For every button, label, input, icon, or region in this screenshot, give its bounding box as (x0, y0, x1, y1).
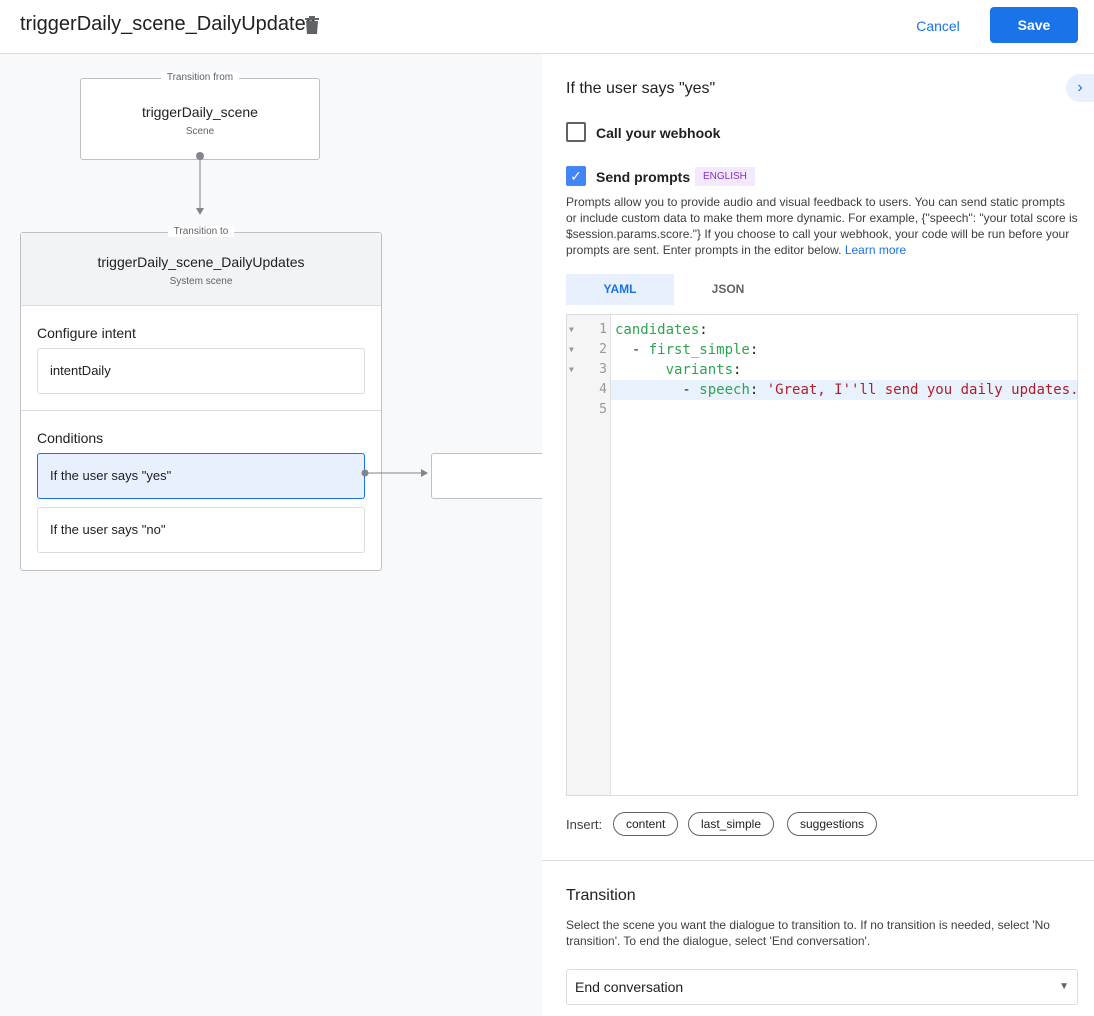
node-title: triggerDaily_scene_DailyUpdates (97, 254, 305, 270)
editor-gutter: ▼ 1 ▼ 2 ▼ 3 4 5 (567, 315, 611, 795)
line-number: 3 (599, 362, 607, 377)
prompts-description: Prompts allow you to provide audio and v… (566, 194, 1078, 258)
code-editor[interactable]: ▼ 1 ▼ 2 ▼ 3 4 5 candidates: - first_simple:… (566, 314, 1078, 796)
fold-icon[interactable]: ▼ (569, 325, 574, 334)
dropdown-arrow-icon: ▼ (1059, 981, 1069, 992)
trash-icon[interactable] (304, 15, 320, 35)
cancel-button[interactable]: Cancel (916, 18, 960, 34)
condition-no[interactable]: If the user says "no" (37, 507, 365, 553)
transition-from-node[interactable]: Transition from triggerDaily_scene Scene (80, 72, 320, 160)
code-line-active: - speech: 'Great, I''ll send you daily u… (611, 380, 1077, 400)
fold-icon[interactable]: ▼ (569, 345, 574, 354)
transition-heading: Transition (566, 887, 636, 904)
target-node-empty[interactable] (431, 453, 542, 499)
insert-label: Insert: (566, 817, 603, 832)
insert-chip-suggestions[interactable]: suggestions (787, 812, 878, 836)
webhook-label: Call your webhook (596, 125, 721, 141)
detail-panel (542, 54, 1094, 1016)
divider (542, 860, 1094, 861)
transition-select[interactable]: End conversation ▼ (566, 969, 1078, 1005)
page-title: triggerDaily_scene_DailyUpdates (20, 13, 316, 35)
intent-item[interactable]: intentDaily (37, 348, 365, 394)
conditions-label: Conditions (37, 430, 104, 446)
save-button[interactable]: Save (990, 7, 1078, 43)
node-subtitle: Scene (185, 126, 215, 137)
code-line: candidates: (615, 322, 708, 338)
panel-heading: If the user says "yes" (566, 80, 716, 97)
legend: Transition to (167, 226, 235, 237)
insert-chip-last-simple[interactable]: last_simple (688, 812, 775, 836)
condition-yes[interactable]: If the user says "yes" (37, 453, 365, 499)
description-text: Prompts allow you to provide audio and v… (566, 195, 1078, 257)
configure-intent-label: Configure intent (37, 325, 136, 341)
line-number: 1 (599, 322, 607, 337)
line-number: 5 (599, 402, 607, 417)
node-title: triggerDaily_scene (142, 104, 258, 120)
transition-description: Select the scene you want the dialogue t… (566, 918, 1050, 948)
node-subtitle: System scene (169, 276, 233, 287)
send-prompts-label: Send prompts (596, 169, 691, 185)
send-prompts-checkbox[interactable]: ✓ (566, 166, 586, 186)
flow-canvas: Transition from triggerDaily_scene Scene… (0, 54, 542, 1016)
header: triggerDaily_scene_DailyUpdates Cancel S… (0, 0, 1094, 54)
transition-to-node: Transition to triggerDaily_scene_DailyUp… (20, 226, 382, 571)
tab-yaml[interactable]: YAML (566, 274, 674, 305)
code-line: - first_simple: (615, 342, 759, 358)
connector-arrow (196, 152, 204, 215)
line-number: 4 (599, 382, 607, 397)
code-line: variants: (665, 362, 742, 378)
fold-icon[interactable]: ▼ (569, 365, 574, 374)
learn-more-link[interactable]: Learn more (844, 243, 907, 257)
chevron-right-icon[interactable]: › (1066, 74, 1094, 102)
language-badge: ENGLISH (695, 167, 755, 186)
line-number: 2 (599, 342, 607, 357)
insert-chip-content[interactable]: content (613, 812, 679, 836)
tab-json[interactable]: JSON (711, 282, 745, 296)
webhook-checkbox[interactable] (566, 122, 586, 142)
condition-connector-arrow (361, 469, 428, 477)
select-value: End conversation (575, 979, 684, 995)
legend: Transition from (160, 72, 240, 83)
